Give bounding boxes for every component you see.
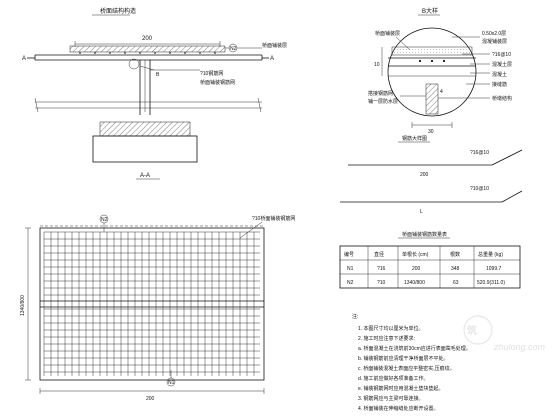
plan-view: A-A ?10桥面铺装钢筋网 N2 N1 1340/800 200 [20, 173, 295, 402]
rebar-title: 钢筋大样图 [402, 135, 427, 142]
detail-circle [387, 27, 477, 117]
table-header-3: 根数 [450, 251, 460, 258]
note-item-0: 1. 本图尺寸均以厘米为单位。 [358, 325, 424, 332]
plan-rebar-grid [43, 231, 260, 376]
elevation-label-deck: 桥面铺装层 [262, 42, 287, 49]
section-label-left: A [22, 56, 26, 62]
detail-label-bottom-left2: 铺一层防水层 [368, 98, 398, 105]
detail-rebar-dot-3 [442, 59, 446, 63]
table-title: 桥面铺装钢筋数量表 [402, 231, 447, 238]
watermark: 筑 zhulong.com [463, 315, 546, 352]
table-cell-0-2: 200 [412, 266, 421, 272]
pavement-layer [69, 45, 226, 53]
detail-dim-10: 10 [374, 62, 380, 68]
table-cell-0-0: N1 [347, 266, 354, 272]
rebar-n2-length: L [420, 209, 423, 215]
pier-cap [99, 121, 191, 137]
plan-title: A-A [140, 173, 150, 179]
rebar-n1-label: ?16@10 [470, 150, 489, 156]
note-item-3: b. 铺装钢筋前应清理干净桥面层不平处。 [358, 355, 449, 362]
table-cell-1-2: 1340/800 [404, 280, 425, 286]
rebar-n1-hook [491, 149, 523, 166]
table-cell-0-3: 348 [451, 266, 460, 272]
plan-dim-height: 1340/800 [20, 295, 26, 316]
note-item-1: 2. 施工时应注意下述要求: [358, 335, 415, 342]
table-cell-1-1: ?10 [377, 280, 386, 286]
table-header-0: 编号 [344, 251, 354, 258]
table-header-1: 直径 [374, 251, 384, 258]
elevation-callout-n2: N2 [230, 46, 237, 52]
note-item-6: e. 铺装钢筋网时应用混凝土垫块垫起。 [358, 385, 444, 392]
table-cell-0-4: 1099.7 [486, 266, 502, 272]
plan-callout-n2: N2 [101, 217, 108, 223]
note-item-4: c. 桥面铺装混凝土表面应平整密实,压痕纹。 [358, 365, 455, 372]
table-cell-0-1: ?16 [377, 266, 386, 272]
detail-rebar-dot-2 [418, 59, 422, 63]
detail-b-view: B大样 10 4 30 桥面铺装层 0.50x2.0层 混凝铺装层 ?16@10… [368, 7, 512, 135]
plan-dim-width: 200 [146, 396, 155, 402]
note-item-5: d. 施工前应做好各项准备工作。 [358, 375, 429, 382]
notes-block: 注: 1. 本图尺寸均以厘米为单位。 2. 施工时应注意下述要求: a. 桥面混… [352, 313, 471, 412]
rebar-n2-hook [501, 190, 523, 203]
table-cell-1-3: 63 [453, 280, 459, 286]
detail-label-joint: 接缝筋 [492, 81, 507, 88]
elevation-label-rebar: ?10钢筋网 [200, 70, 223, 77]
rebar-detail-view: 钢筋大样图 ?16@10 200 ?10@10 L [340, 135, 523, 215]
detail-layer-top [391, 46, 473, 56]
notes-title: 注: [352, 313, 358, 320]
break-mark-left [34, 97, 39, 113]
table-cell-1-0: N2 [347, 280, 354, 286]
detail-label-n1: ?16@10 [492, 52, 511, 58]
detail-label-top: 桥面铺装层 [375, 30, 400, 37]
plan-label-mesh: ?10桥面铺装钢筋网 [252, 215, 295, 222]
rebar-dots [79, 52, 216, 54]
watermark-logo-icon [463, 315, 493, 345]
table-frame [339, 245, 521, 289]
detail-dim-30: 30 [428, 129, 434, 135]
detail-label-waterproof: 0.50x2.0层 [482, 31, 506, 37]
detail-dim-4: 4 [440, 89, 443, 95]
section-label-right: A [270, 56, 274, 62]
detail-label-waterproof2: 混凝铺装层 [482, 38, 507, 45]
rebar-n1-length: 200 [420, 172, 429, 178]
leader-top [395, 36, 411, 51]
detail-label-bottom-right: 桥墩结构 [492, 95, 512, 102]
detail-pier-core [425, 83, 439, 115]
plan-outline [39, 227, 265, 381]
watermark-logo-glyph: 筑 [467, 324, 477, 337]
table-header-2: 单根长 (cm) [402, 251, 429, 258]
rebar-n2-label: ?10@10 [470, 186, 489, 192]
detail-label-bottom-left1: 搭接钢筋网 [368, 90, 393, 97]
table-cell-1-4: 520.9(311.0) [477, 280, 505, 286]
elevation-view: 桥面结构构造 200 A A N2 桥面铺装层 [22, 7, 287, 163]
elevation-dim-width: 200 [142, 36, 153, 42]
callout-b-leader [139, 65, 155, 71]
table-header-4: 总重量 (kg) [478, 251, 503, 258]
pier-footing [92, 135, 198, 163]
plan-callout-n1: N1 [168, 380, 175, 386]
note-item-2: a. 桥面混凝土在浇筑前30cm应进行表面凿毛处理。 [358, 345, 471, 352]
callout-b-circle [128, 58, 140, 70]
detail-label-bridge: 混凝土 [492, 71, 507, 78]
elevation-label-mesh: 桥面铺装钢筋网 [200, 79, 235, 86]
break-mark-right [257, 97, 262, 113]
watermark-brand: zhulong.com [493, 342, 546, 352]
rebar-table: 桥面铺装钢筋数量表 编号 直径 单根长 (cm) 根数 总重量 (kg) N1 … [339, 231, 521, 289]
note-item-7: 3. 钢筋网应与主梁可靠连接。 [358, 395, 424, 402]
detail-label-layer: 混凝土层 [492, 61, 512, 68]
elevation-title: 桥面结构构造 [100, 7, 136, 15]
detail-rebar-dot-1 [430, 59, 434, 63]
elevation-callout-b: B [156, 72, 160, 78]
note-item-8: 4. 桥面铺装在伸缩缝处应断开设置。 [358, 405, 439, 412]
detail-title: B大样 [422, 7, 438, 15]
plan-mesh-leader [239, 221, 263, 239]
